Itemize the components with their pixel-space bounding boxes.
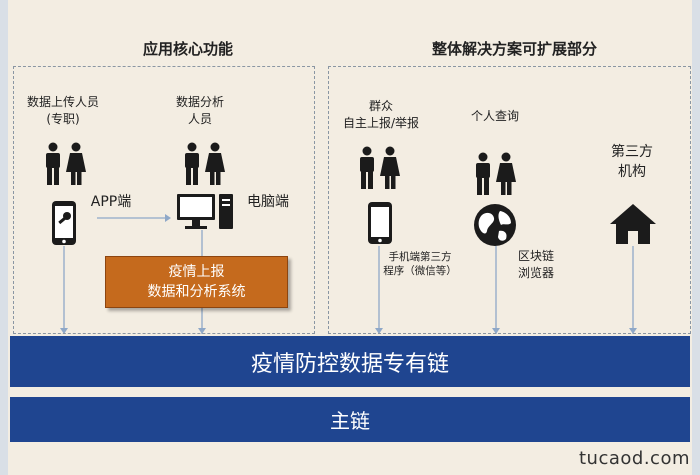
core-functions-panel [13, 66, 315, 334]
people-icon [472, 152, 518, 196]
people-icon [181, 142, 227, 186]
epidemic-report-system-box: 疫情上报 数据和分析系统 [105, 256, 288, 308]
pc-label: 电脑端 [247, 194, 289, 210]
core-functions-heading: 应用核心功能 [143, 40, 234, 58]
people-icon [42, 142, 88, 186]
analyst-label: 数据分析 人员 [175, 95, 224, 126]
phone-icon [51, 200, 77, 246]
people-icon [356, 146, 402, 190]
app-label: APP端 [90, 194, 132, 210]
epidemic-chain-band: 疫情防控数据专有链 [10, 336, 690, 387]
watermark: tucaod.com [579, 448, 690, 469]
extension-heading: 整体解决方案可扩展部分 [432, 40, 598, 58]
third-party-label: 第三方 机构 [611, 144, 653, 180]
right-edge-bar [692, 0, 700, 475]
blockchain-browser-label: 区块链 浏览器 [518, 249, 555, 280]
globe-icon [473, 203, 517, 247]
extension-panel [328, 66, 691, 334]
public-report-label: 群众 自主上报/举报 [342, 99, 420, 130]
left-edge-bar [0, 0, 8, 475]
main-chain-band: 主链 [10, 397, 690, 442]
computer-icon [176, 193, 234, 231]
personal-query-label: 个人查询 [470, 109, 519, 123]
phone-icon [367, 201, 393, 245]
house-icon [609, 203, 657, 245]
mobile-app-label: 手机端第三方 程序（微信等） [383, 251, 457, 277]
uploader-label: 数据上传人员 (专职) [26, 95, 99, 126]
